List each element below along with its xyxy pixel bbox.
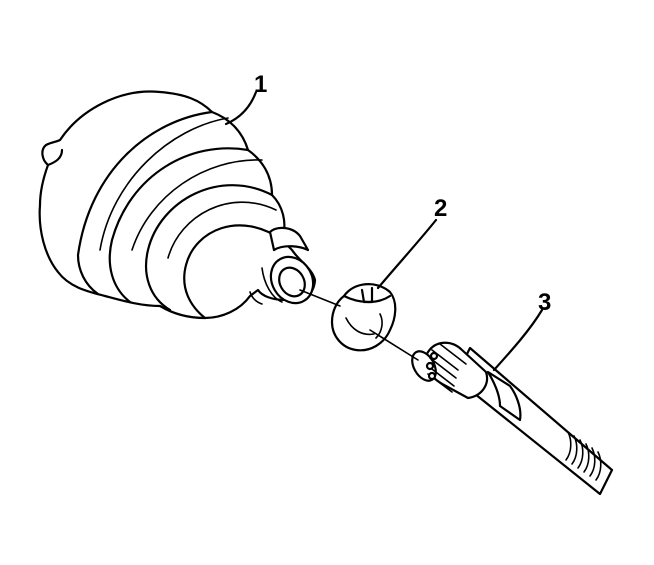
leader-1: [224, 90, 258, 126]
shaft-spline: [411, 341, 489, 400]
callout-2: 2: [434, 195, 447, 222]
shaft-threads: [565, 431, 602, 481]
leader-3: [492, 308, 544, 372]
callout-1: 1: [254, 71, 267, 98]
leader-2: [376, 218, 438, 290]
assembly-axis: [299, 289, 419, 361]
boot: [38, 90, 317, 320]
callout-3: 3: [538, 289, 551, 316]
clamp-ring: [330, 283, 397, 352]
axle-shaft: [411, 341, 614, 496]
callout-leaders: [224, 90, 544, 372]
